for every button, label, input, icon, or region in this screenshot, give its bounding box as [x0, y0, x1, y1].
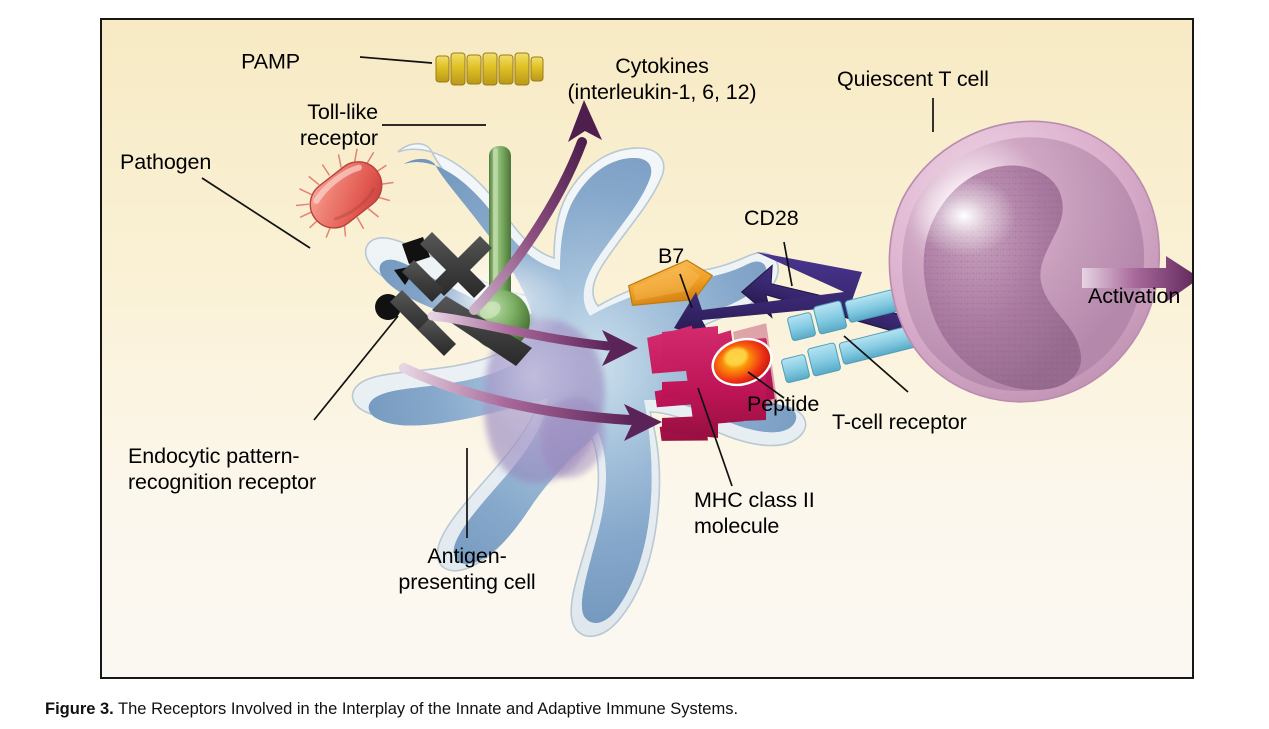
label-cd28: CD28 — [744, 206, 799, 230]
b7-arrow-icon — [627, 259, 714, 307]
cd28-arrow-body — [674, 252, 862, 342]
endocytic-receptor-icon — [390, 232, 532, 366]
caption-text: The Receptors Involved in the Interplay … — [113, 700, 739, 718]
label-toll-like-line2: receptor — [299, 126, 378, 150]
leader-pamp — [359, 56, 433, 64]
label-quiescent-t-cell: Quiescent T cell — [837, 67, 989, 91]
leader-mhc — [697, 387, 733, 487]
quiescent-t-cell-icon — [888, 120, 1160, 403]
leader-b7 — [679, 273, 693, 309]
leader-tcr — [843, 335, 909, 393]
activation-arrow-icon — [1082, 256, 1192, 302]
label-toll-like-line1: Toll-like — [307, 100, 378, 124]
leader-endocytic — [313, 315, 399, 421]
label-pathogen: Pathogen — [120, 150, 212, 174]
label-peptide: Peptide — [747, 392, 820, 416]
diagram-artwork — [201, 52, 1192, 638]
label-t-cell-receptor: T-cell receptor — [832, 410, 967, 434]
leader-lines — [201, 56, 934, 538]
caption-figure-number: Figure 3. — [45, 700, 114, 718]
leader-cd28 — [783, 241, 793, 287]
figure-panel: PAMP Cytokines (interleukin-1, 6, 12) To… — [100, 18, 1194, 679]
figure-caption: Figure 3. The Receptors Involved in the … — [45, 700, 1225, 719]
pamp-ligand-icon — [435, 52, 544, 86]
label-b7: B7 — [658, 244, 685, 268]
label-pamp: PAMP — [241, 49, 300, 74]
peptide-icon — [711, 337, 773, 387]
label-activation: Activation — [1088, 284, 1181, 308]
leader-pathogen — [201, 177, 311, 249]
label-cytokines-line1: Cytokines — [615, 54, 709, 78]
label-mhc-line2: molecule — [694, 514, 780, 538]
label-endocytic-line1: Endocytic pattern- — [128, 444, 300, 468]
label-apc-line1: Antigen- — [427, 544, 507, 568]
label-cytokines-line2: (interleukin-1, 6, 12) — [567, 80, 757, 104]
leader-peptide — [747, 371, 785, 399]
cytokine-arrow-icon — [469, 100, 602, 315]
label-apc-line2: presenting cell — [398, 570, 536, 594]
label-mhc-line1: MHC class II — [694, 488, 815, 512]
antigen-processing-arrow-icon — [399, 311, 662, 441]
pathogen-bacterium-icon — [295, 148, 394, 238]
label-endocytic-line2: recognition receptor — [128, 470, 317, 494]
